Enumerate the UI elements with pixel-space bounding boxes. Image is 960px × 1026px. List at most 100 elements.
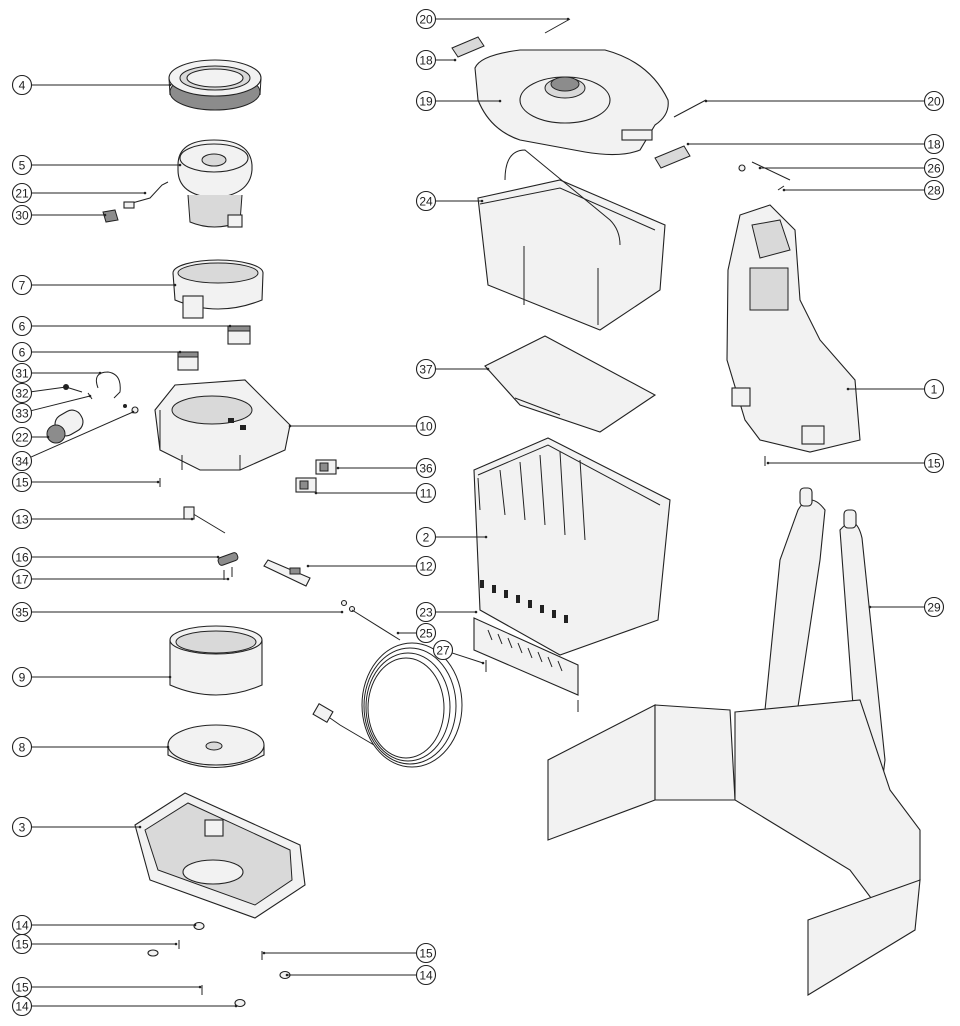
callout-number: 33 xyxy=(15,407,29,421)
part-28-screw xyxy=(777,185,785,191)
callout-26: 26 xyxy=(758,157,945,179)
callout-circle xyxy=(923,179,945,201)
leader-end-dot xyxy=(166,745,170,749)
callout-6: 6 xyxy=(11,341,182,363)
callout-number: 6 xyxy=(19,320,26,334)
callout-number: 24 xyxy=(419,195,433,209)
callout-number: 7 xyxy=(19,279,26,293)
part-23-grille xyxy=(473,617,579,696)
part-31-clamp xyxy=(95,371,121,399)
leader-end-dot xyxy=(193,923,197,927)
leader-end-dot xyxy=(190,517,194,521)
part-10-mount xyxy=(154,379,291,471)
callout-28: 28 xyxy=(782,179,945,201)
callout-number: 10 xyxy=(419,420,433,434)
callout-23: 23 xyxy=(415,601,478,623)
leader-end-dot xyxy=(234,1004,238,1008)
callout-number: 27 xyxy=(436,644,450,658)
part-8-disc xyxy=(167,724,265,768)
callout-circle xyxy=(415,8,437,30)
callout-17: 17 xyxy=(11,568,230,590)
callout-14: 14 xyxy=(11,914,197,936)
part-9-band xyxy=(169,625,263,696)
callout-circle xyxy=(11,204,33,226)
part-36-switch xyxy=(315,459,337,475)
part-21-wire xyxy=(123,181,169,209)
callout-circle xyxy=(415,49,437,71)
callout-12: 12 xyxy=(306,555,437,577)
part-1-backframe xyxy=(726,204,861,453)
callout-22: 22 xyxy=(11,426,50,448)
callout-circle xyxy=(415,90,437,112)
leader-end-dot xyxy=(88,394,92,398)
callout-circle xyxy=(11,471,33,493)
leader-line xyxy=(31,395,91,412)
callout-circle xyxy=(923,452,945,474)
callout-7: 7 xyxy=(11,274,177,296)
callout-35: 35 xyxy=(11,601,344,623)
callout-31: 31 xyxy=(11,362,102,384)
leader-end-dot xyxy=(156,480,160,484)
callout-circle xyxy=(11,508,33,530)
callout-circle xyxy=(415,190,437,212)
callout-circle xyxy=(11,666,33,688)
callout-circle xyxy=(11,546,33,568)
leader-end-dot xyxy=(340,610,344,614)
callout-2: 2 xyxy=(415,526,488,548)
leader-line xyxy=(31,386,67,393)
leader-end-dot xyxy=(143,191,147,195)
callout-4: 4 xyxy=(11,74,172,96)
callout-number: 14 xyxy=(15,919,29,933)
callout-25: 25 xyxy=(396,622,437,644)
leader-end-dot xyxy=(686,142,690,146)
leader-end-dot xyxy=(226,577,230,581)
part-30-clip xyxy=(102,209,119,223)
part-22-capacitor xyxy=(46,409,84,444)
callout-number: 12 xyxy=(419,560,433,574)
part-18-clip-b xyxy=(654,145,691,169)
callout-15: 15 xyxy=(11,976,202,998)
part-20-pin-b xyxy=(673,99,707,118)
callout-number: 18 xyxy=(419,54,433,68)
leader-end-dot xyxy=(704,99,708,103)
callout-number: 20 xyxy=(419,13,433,27)
callout-number: 19 xyxy=(419,95,433,109)
callout-circle xyxy=(11,274,33,296)
leader-end-dot xyxy=(288,424,292,428)
leader-end-dot xyxy=(782,188,786,192)
callout-number: 20 xyxy=(927,95,941,109)
callout-layer: 4521307663132332234151316173598314151514… xyxy=(11,8,945,1017)
leader-end-dot xyxy=(178,350,182,354)
callout-1: 1 xyxy=(846,378,945,400)
callout-20: 20 xyxy=(704,90,945,112)
leader-end-dot xyxy=(174,942,178,946)
leader-end-dot xyxy=(98,371,102,375)
callout-circle xyxy=(11,995,33,1017)
leader-end-dot xyxy=(486,367,490,371)
callout-number: 31 xyxy=(15,367,29,381)
callout-circle xyxy=(11,933,33,955)
callout-circle xyxy=(923,378,945,400)
callout-number: 35 xyxy=(15,606,29,620)
callout-number: 32 xyxy=(15,387,29,401)
part-20-pin-a xyxy=(544,18,571,34)
part-17-screws xyxy=(223,567,233,580)
leader-end-dot xyxy=(198,985,202,989)
callout-number: 11 xyxy=(420,487,433,501)
callout-circle xyxy=(923,596,945,618)
part-2-tank xyxy=(473,437,671,656)
leader-end-dot xyxy=(453,58,457,62)
callout-18: 18 xyxy=(686,133,945,155)
callout-circle xyxy=(923,157,945,179)
callout-number: 28 xyxy=(927,184,941,198)
callout-circle xyxy=(11,341,33,363)
callout-number: 15 xyxy=(927,457,941,471)
part-11-switch xyxy=(295,477,317,493)
callout-number: 2 xyxy=(423,531,430,545)
callout-16: 16 xyxy=(11,546,220,568)
leader-end-dot xyxy=(178,163,182,167)
callout-number: 26 xyxy=(927,162,941,176)
part-14-foot-a xyxy=(193,921,205,931)
callout-number: 14 xyxy=(15,1000,29,1014)
